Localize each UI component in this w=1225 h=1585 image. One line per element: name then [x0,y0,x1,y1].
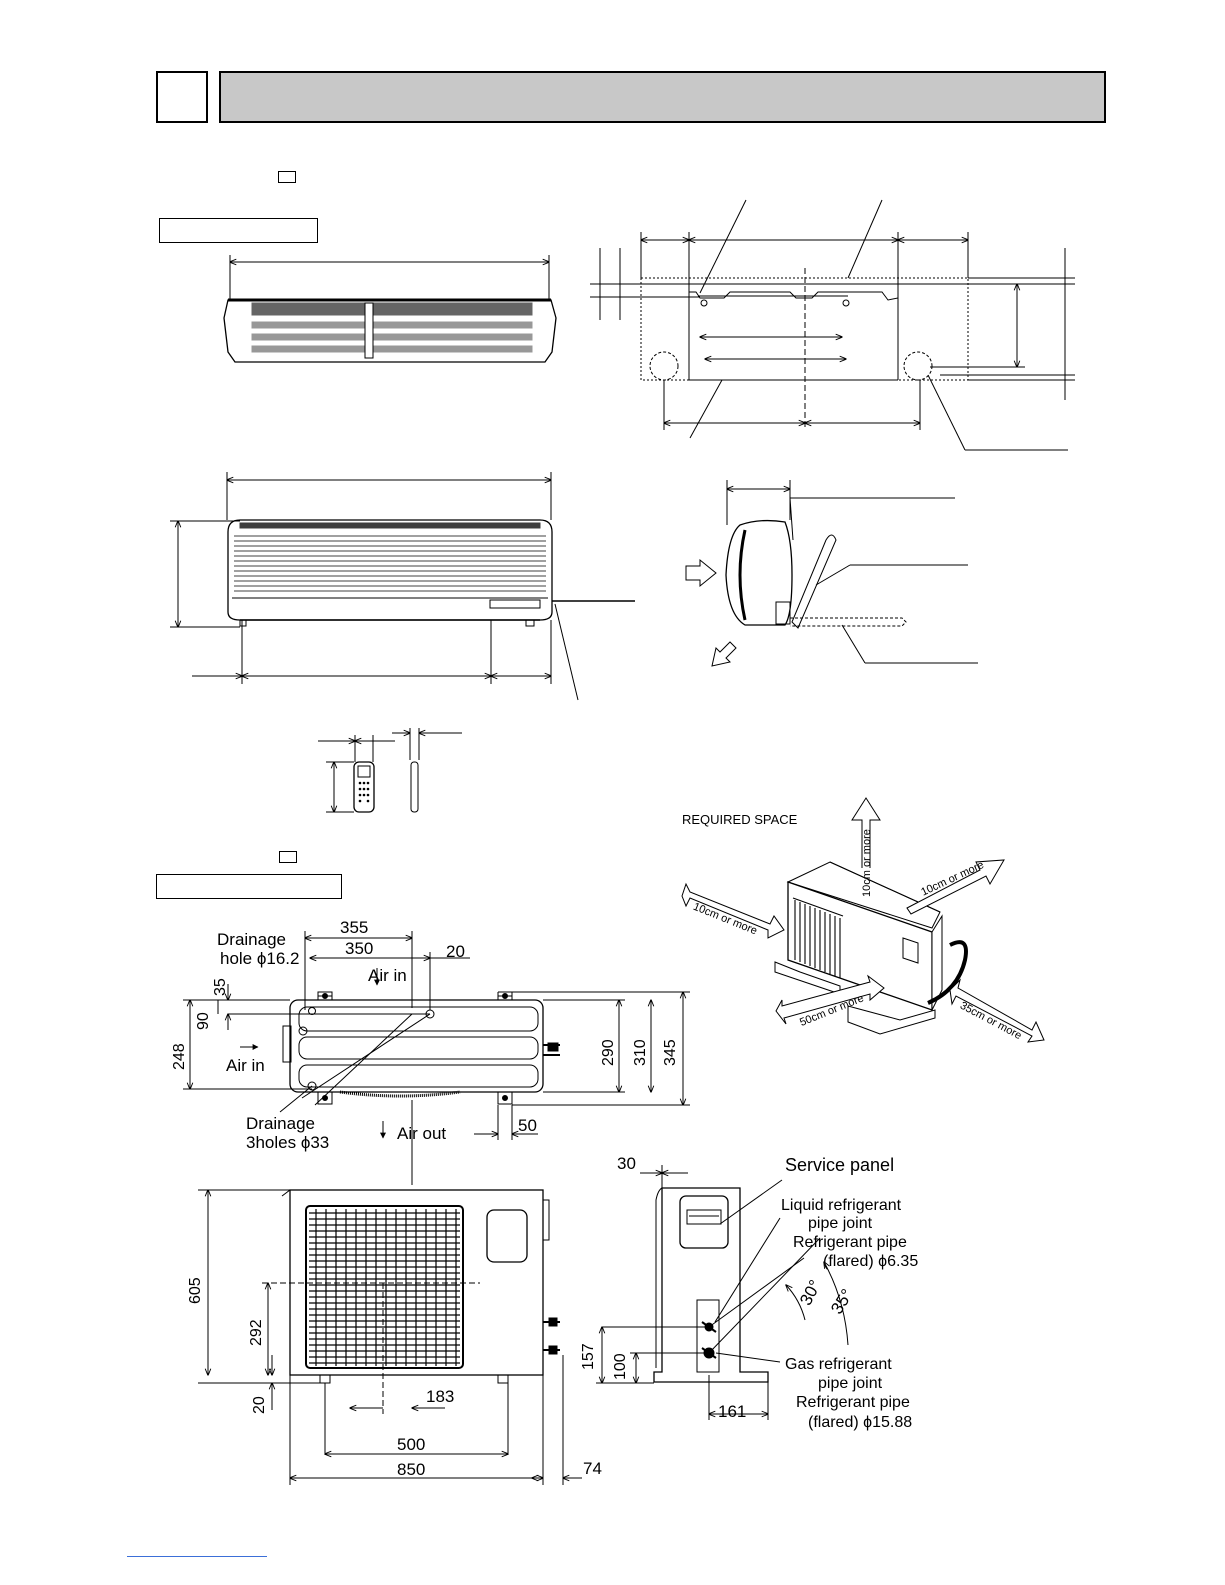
section-title-bar [219,71,1106,123]
dim-290: 290 [600,1039,617,1066]
dim-90: 90 [195,1012,212,1030]
outdoor-unit-label-box [156,874,342,899]
unit-marker-box [278,171,296,183]
drainage-hole-line1: Drainage [217,930,286,949]
drainage-hole-size: hole ϕ16.2 [220,949,300,968]
dim-100: 100 [612,1353,629,1380]
gas-label-2: pipe joint [818,1375,883,1392]
indoor-unit-label-box [159,218,318,243]
drainage-3holes-label: Drainage [246,1114,315,1133]
liquid-label-4: (flared) ϕ6.35 [823,1253,919,1270]
dim-310: 310 [632,1039,649,1066]
outdoor-unit-side-view [596,1165,849,1420]
footer-link-underline [127,1556,267,1557]
dim-20-bottom: 20 [251,1396,268,1414]
air-out-label: Air out [397,1124,447,1143]
dim-292: 292 [248,1319,265,1346]
dim-605: 605 [187,1277,204,1304]
installation-plate-view [590,199,1075,451]
dim-248: 248 [171,1043,188,1070]
liquid-label-2: pipe joint [808,1215,873,1232]
dim-74: 74 [583,1459,602,1478]
remote-controller [318,728,462,812]
air-in-top-label: Air in [368,966,407,985]
section-number-box [156,71,208,123]
gas-label-3: Refrigerant pipe [796,1394,910,1411]
gas-label-1: Gas refrigerant [785,1356,892,1373]
unit-marker-box-outdoor [279,851,297,863]
indoor-unit-side-view [685,480,978,667]
dim-157: 157 [580,1343,597,1370]
dim-345: 345 [662,1039,679,1066]
dim-183: 183 [426,1387,455,1406]
drainage-hole-label: Drainage [217,931,286,949]
space-top-label: 10cm or more [861,829,873,897]
dim-50: 50 [518,1116,537,1135]
drainage-3holes-size: 3holes ϕ33 [246,1133,330,1152]
outdoor-unit-top-view [183,931,690,1185]
air-in-left-label: Air in [226,1056,265,1075]
dim-35: 35 [212,978,229,996]
dim-850: 850 [397,1460,426,1479]
gas-label-4: (flared) ϕ15.88 [808,1414,913,1431]
indoor-unit-top-view [223,255,557,363]
service-panel-label: Service panel [785,1155,895,1175]
outdoor-unit-front-view [198,1190,582,1485]
dim-355: 355 [340,918,369,937]
indoor-unit-front-view [170,472,635,701]
liquid-label-3: Refrigerant pipe [793,1234,907,1251]
dim-350: 350 [345,939,374,958]
dim-30: 30 [617,1154,636,1173]
required-space-diagram [681,797,1045,1043]
dim-500: 500 [397,1435,426,1454]
required-space-title: REQUIRED SPACE [682,812,798,827]
liquid-label-1: Liquid refrigerant [781,1197,902,1214]
dim-20-top: 20 [446,942,465,961]
dim-161: 161 [718,1402,747,1421]
